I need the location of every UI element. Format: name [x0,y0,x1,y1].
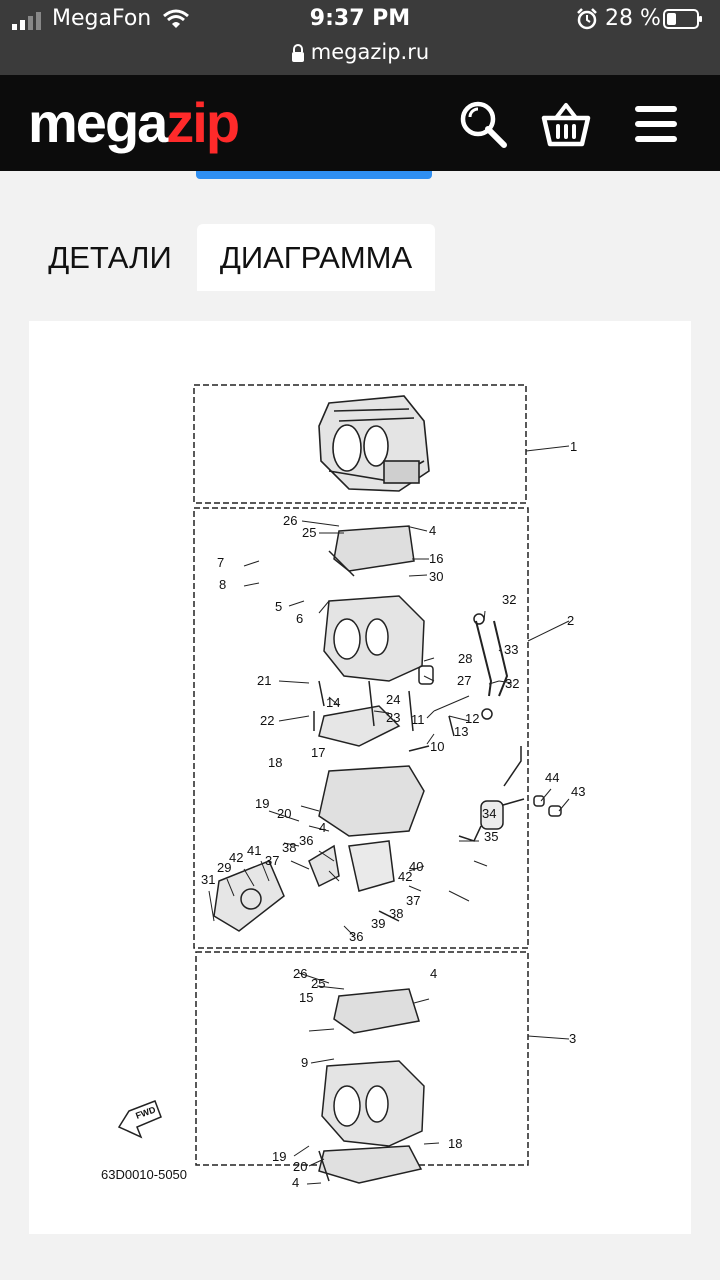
part-label-14: 14 [326,695,340,710]
part-label-40: 40 [409,859,423,874]
battery-percent: 28 % [605,6,661,31]
part-label-28: 28 [458,651,472,666]
diagram-code: 63D0010-5050 [101,1167,187,1182]
basket-icon[interactable] [541,99,591,149]
part-label-26b: 26 [293,966,307,981]
carburetor-assembly-top-drawing [318,395,430,492]
part-label-12: 12 [465,711,479,726]
part-label-37: 37 [265,853,279,868]
part-label-18: 18 [268,755,282,770]
menu-icon[interactable] [631,99,681,149]
part-label-38: 38 [282,840,296,855]
url-text: megazip.ru [310,40,430,64]
wifi-icon [163,9,189,28]
part-label-9: 9 [301,1055,308,1070]
lock-icon [291,44,304,62]
part-label-2: 2 [567,613,574,628]
site-header: megazip [0,75,720,171]
part-label-25b: 25 [311,976,325,991]
signal-icon [12,12,41,30]
part-label-42: 42 [229,850,243,865]
part-label-34: 34 [482,806,496,821]
part-label-29: 29 [217,860,231,875]
part-label-6: 6 [296,611,303,626]
part-label-42b: 42 [398,869,412,884]
part-label-24: 24 [386,692,400,707]
fwd-arrow-icon: FWD [117,1100,162,1139]
part-label-31: 31 [201,872,215,887]
part-label-17: 17 [311,745,325,760]
part-label-36b: 36 [349,929,363,944]
part-label-43: 43 [571,784,585,799]
part-label-22: 22 [260,713,274,728]
part-label-37b: 37 [406,893,420,908]
part-label-4c: 4 [430,966,437,981]
part-label-19: 19 [255,796,269,811]
part-label-27: 27 [457,673,471,688]
tab-bar: ДЕТАЛИ ДИАГРАММА [0,224,720,291]
part-label-8: 8 [219,577,226,592]
leader-lines [208,445,570,1185]
part-label-38b: 38 [389,906,403,921]
part-label-7: 7 [217,555,224,570]
part-number-labels: 1 2 3 4 4 4 4 5 6 7 8 9 10 11 12 13 14 1… [201,439,585,1190]
logo-text-zip: zip [166,91,240,154]
part-label-4d: 4 [292,1175,299,1190]
part-label-13: 13 [454,724,468,739]
battery-icon [663,9,702,29]
part-label-16: 16 [429,551,443,566]
diagram-card: FWD 63D0010-5050 [29,321,691,1234]
part-label-4b: 4 [319,820,326,835]
part-label-21: 21 [257,673,271,688]
alarm-icon [577,8,597,30]
part-label-1: 1 [570,439,577,454]
part-label-10: 10 [430,739,444,754]
part-label-3: 3 [569,1031,576,1046]
tab-details[interactable]: ДЕТАЛИ [48,240,172,275]
part-label-44: 44 [545,770,559,785]
part-label-18b: 18 [448,1136,462,1151]
carburetor-assembly-bottom-drawing [318,988,425,1184]
part-label-30: 30 [429,569,443,584]
content-area: FWD 63D0010-5050 [0,291,720,1280]
part-label-25: 25 [302,525,316,540]
part-label-4: 4 [429,523,436,538]
part-label-39: 39 [371,916,385,931]
megazip-logo[interactable]: megazip [28,91,240,154]
carburetor-parts-diagram[interactable]: FWD 63D0010-5050 [29,321,691,1234]
part-label-11: 11 [411,712,425,727]
part-label-35: 35 [484,829,498,844]
part-label-36: 36 [299,833,313,848]
part-label-26: 26 [283,513,297,528]
status-bar: MegaFon 9:37 PM 28 % megazip.ru [0,0,720,75]
active-element-indicator [196,171,432,179]
part-label-41: 41 [247,843,261,858]
part-label-20b: 20 [293,1159,307,1174]
tab-diagram[interactable]: ДИАГРАММА [197,224,435,291]
part-label-33: 33 [504,642,518,657]
part-label-32b: 32 [505,676,519,691]
part-label-23: 23 [386,710,400,725]
carburetor-exploded-view-drawing [213,525,562,932]
part-label-5: 5 [275,599,282,614]
logo-text-mega: mega [28,91,168,154]
part-label-20: 20 [277,806,291,821]
part-label-19b: 19 [272,1149,286,1164]
part-label-15: 15 [299,990,313,1005]
part-label-32: 32 [502,592,516,607]
carrier-name: MegaFon [52,6,152,31]
search-icon[interactable] [458,99,508,149]
address-bar[interactable]: megazip.ru [0,40,720,64]
